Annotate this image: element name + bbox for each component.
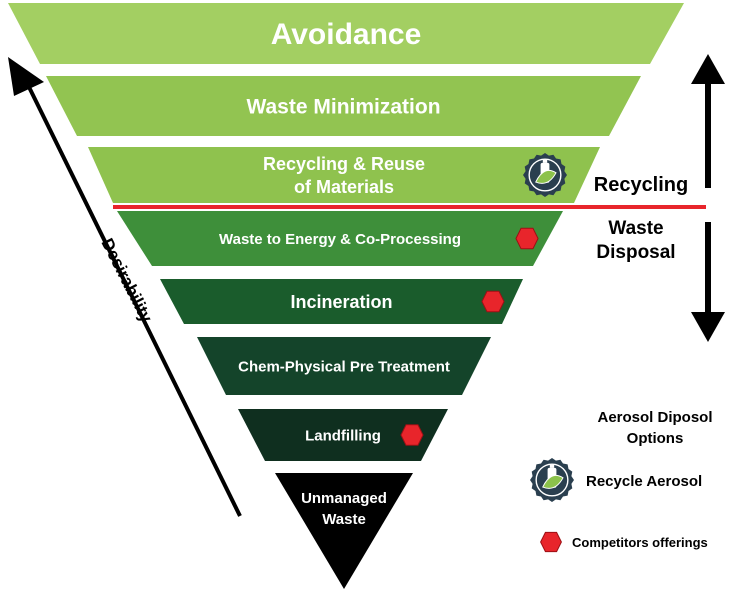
competitor-hexagon-icon	[540, 531, 562, 553]
tier-shape	[197, 337, 491, 395]
tier-chem-physical: Chem-Physical Pre Treatment	[197, 337, 491, 395]
legend-title-line1: Aerosol Diposol	[597, 409, 712, 426]
competitor-hexagon-icon	[515, 227, 539, 250]
tier-recycling-reuse: Recycling & Reuse of Materials	[88, 147, 600, 203]
tier-label: Unmanaged	[301, 490, 387, 507]
tier-label: Waste to Energy & Co-Processing	[219, 231, 461, 248]
tier-shape	[88, 147, 600, 203]
tier-label: of Materials	[294, 177, 394, 197]
tier-label: Waste Minimization	[246, 95, 440, 118]
tier-shape	[275, 473, 413, 589]
recycle-badge-icon	[523, 153, 567, 197]
legend-competitor-label: Competitors offerings	[572, 535, 708, 550]
tier-label: Avoidance	[271, 18, 422, 51]
tier-label: Landfilling	[305, 427, 381, 444]
legend-title-line2: Options	[627, 430, 684, 447]
legend-recycle-badge-icon	[530, 458, 574, 502]
tier-label: Waste	[322, 511, 366, 528]
tier-label: Recycling & Reuse	[263, 154, 425, 174]
tier-shape	[160, 279, 523, 324]
competitor-hexagon-icon	[400, 424, 424, 446]
tier-label: Incineration	[290, 292, 392, 312]
recycling-up-arrow	[691, 54, 725, 188]
legend-recycle-label: Recycle Aerosol	[586, 473, 702, 490]
desirability-arrow	[8, 57, 242, 517]
tier-label: Chem-Physical Pre Treatment	[238, 358, 450, 375]
tier-shape	[238, 409, 448, 461]
tier-avoidance: Avoidance	[8, 3, 684, 64]
recycle-badge-icon	[530, 458, 574, 502]
tier-landfilling: Landfilling	[238, 409, 448, 461]
tier-incineration: Incineration	[160, 279, 523, 324]
tier-waste-to-energy: Waste to Energy & Co-Processing	[117, 211, 563, 266]
waste-disposal-label-line2: Disposal	[596, 242, 675, 263]
legend-competitor-hexagon-icon	[540, 531, 562, 553]
tier-shape	[8, 3, 684, 64]
tier-waste-minimization: Waste Minimization	[46, 76, 641, 136]
tier-shape	[46, 76, 641, 136]
legend: Aerosol Diposol Options Recycle Aerosol …	[530, 409, 713, 553]
competitor-hexagon-icon	[481, 290, 505, 313]
disposal-down-arrow	[691, 222, 725, 342]
waste-disposal-label-line1: Waste	[608, 218, 663, 239]
recycling-label: Recycling	[594, 174, 688, 196]
tier-shape	[117, 211, 563, 266]
